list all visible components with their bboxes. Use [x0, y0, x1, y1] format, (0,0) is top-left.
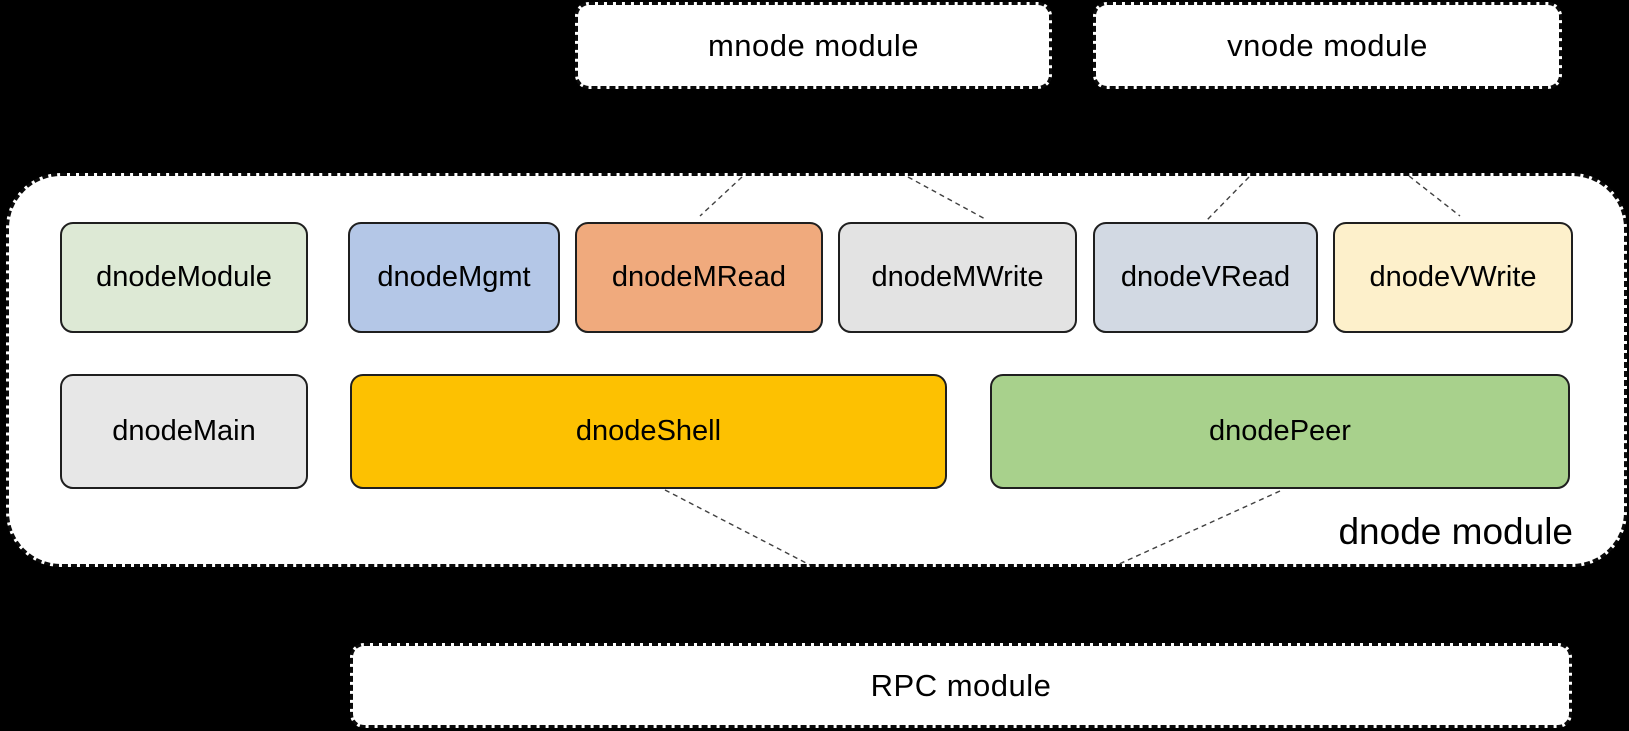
dnodeVRead-block: dnodeVRead: [1093, 222, 1318, 333]
dnode-module-label: dnode module: [1338, 511, 1573, 552]
dnodeMWrite-block: dnodeMWrite: [838, 222, 1077, 333]
dnodeVRead-label: dnodeVRead: [1120, 261, 1291, 293]
dnodeMain-label: dnodeMain: [112, 415, 256, 447]
dnodePeer-block: dnodePeer: [990, 374, 1570, 489]
mnode-module-label: mnode module: [707, 27, 920, 63]
dnodeVWrite-block: dnodeVWrite: [1333, 222, 1573, 333]
dnodeModule-label: dnodeModule: [96, 261, 272, 293]
dnodeMgmt-label: dnodeMgmt: [377, 261, 531, 293]
dnodeMWrite-label: dnodeMWrite: [871, 261, 1044, 293]
dnodeShell-label: dnodeShell: [575, 415, 722, 447]
rpc-module-box: RPC module: [350, 643, 1572, 728]
dnodeModule-block: dnodeModule: [60, 222, 308, 333]
dnodeVWrite-label: dnodeVWrite: [1369, 261, 1537, 293]
vnode-module-box: vnode module: [1093, 2, 1562, 89]
dnodeMRead-label: dnodeMRead: [611, 261, 787, 293]
rpc-module-label: RPC module: [870, 667, 1052, 703]
dnodeMgmt-block: dnodeMgmt: [348, 222, 560, 333]
dnodeShell-block: dnodeShell: [350, 374, 947, 489]
dnodeMain-block: dnodeMain: [60, 374, 308, 489]
dnodePeer-label: dnodePeer: [1209, 415, 1351, 447]
vnode-module-label: vnode module: [1227, 27, 1428, 63]
dnodeMRead-block: dnodeMRead: [575, 222, 823, 333]
mnode-module-box: mnode module: [575, 2, 1052, 89]
